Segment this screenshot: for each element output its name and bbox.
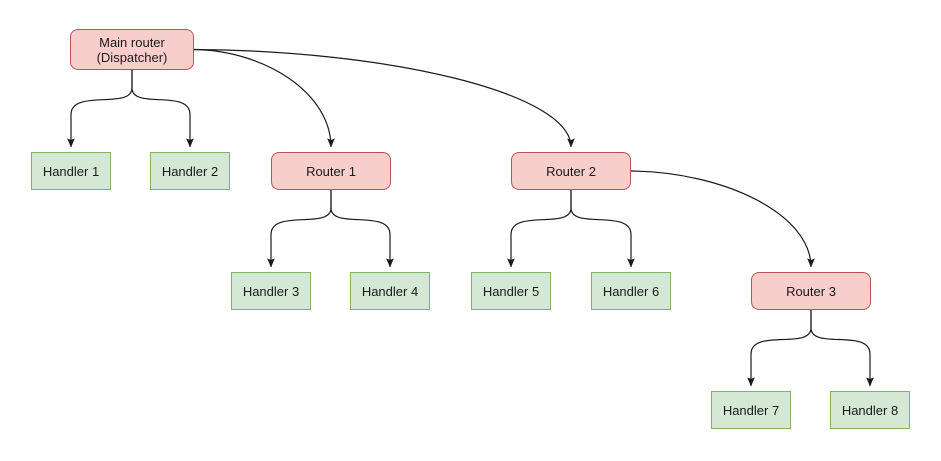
node-handler-2[interactable]: Handler 2 bbox=[150, 152, 230, 190]
edge-e-r2-r3 bbox=[630, 170, 815, 268]
node-label-handler-3: Handler 3 bbox=[242, 283, 300, 299]
edge-e-r1-h4 bbox=[330, 190, 394, 268]
edge-paths bbox=[67, 48, 874, 387]
node-handler-3[interactable]: Handler 3 bbox=[231, 272, 311, 310]
edge-e-r3-h7 bbox=[747, 310, 812, 387]
node-label-handler-1: Handler 1 bbox=[42, 163, 100, 179]
node-label-router-3: Router 3 bbox=[786, 283, 836, 299]
edge-e-main-r2 bbox=[193, 48, 575, 148]
node-label-main-router: Main router (Dispatcher) bbox=[96, 34, 168, 65]
node-label-handler-8: Handler 8 bbox=[841, 402, 899, 418]
edge-e-main-r1 bbox=[193, 48, 335, 148]
edge-e-main-h2 bbox=[131, 70, 194, 148]
edge-e-main-h1 bbox=[67, 70, 133, 148]
node-label-handler-6: Handler 6 bbox=[602, 283, 660, 299]
node-router-3[interactable]: Router 3 bbox=[751, 272, 871, 310]
node-label-router-1: Router 1 bbox=[306, 163, 356, 179]
node-main-router[interactable]: Main router (Dispatcher) bbox=[70, 29, 194, 70]
node-label-handler-7: Handler 7 bbox=[722, 402, 780, 418]
edge-e-r3-h8 bbox=[810, 310, 874, 387]
node-label-handler-5: Handler 5 bbox=[482, 283, 540, 299]
node-handler-6[interactable]: Handler 6 bbox=[591, 272, 671, 310]
node-handler-7[interactable]: Handler 7 bbox=[711, 391, 791, 429]
node-handler-8[interactable]: Handler 8 bbox=[830, 391, 910, 429]
edge-e-r1-h3 bbox=[267, 190, 332, 268]
edge-e-r2-h6 bbox=[570, 190, 635, 268]
node-handler-4[interactable]: Handler 4 bbox=[350, 272, 430, 310]
node-router-2[interactable]: Router 2 bbox=[511, 152, 631, 190]
node-handler-1[interactable]: Handler 1 bbox=[31, 152, 111, 190]
edge-e-r2-h5 bbox=[507, 190, 572, 268]
node-router-1[interactable]: Router 1 bbox=[271, 152, 391, 190]
node-handler-5[interactable]: Handler 5 bbox=[471, 272, 551, 310]
node-label-handler-4: Handler 4 bbox=[361, 283, 419, 299]
node-label-handler-2: Handler 2 bbox=[161, 163, 219, 179]
node-label-router-2: Router 2 bbox=[546, 163, 596, 179]
